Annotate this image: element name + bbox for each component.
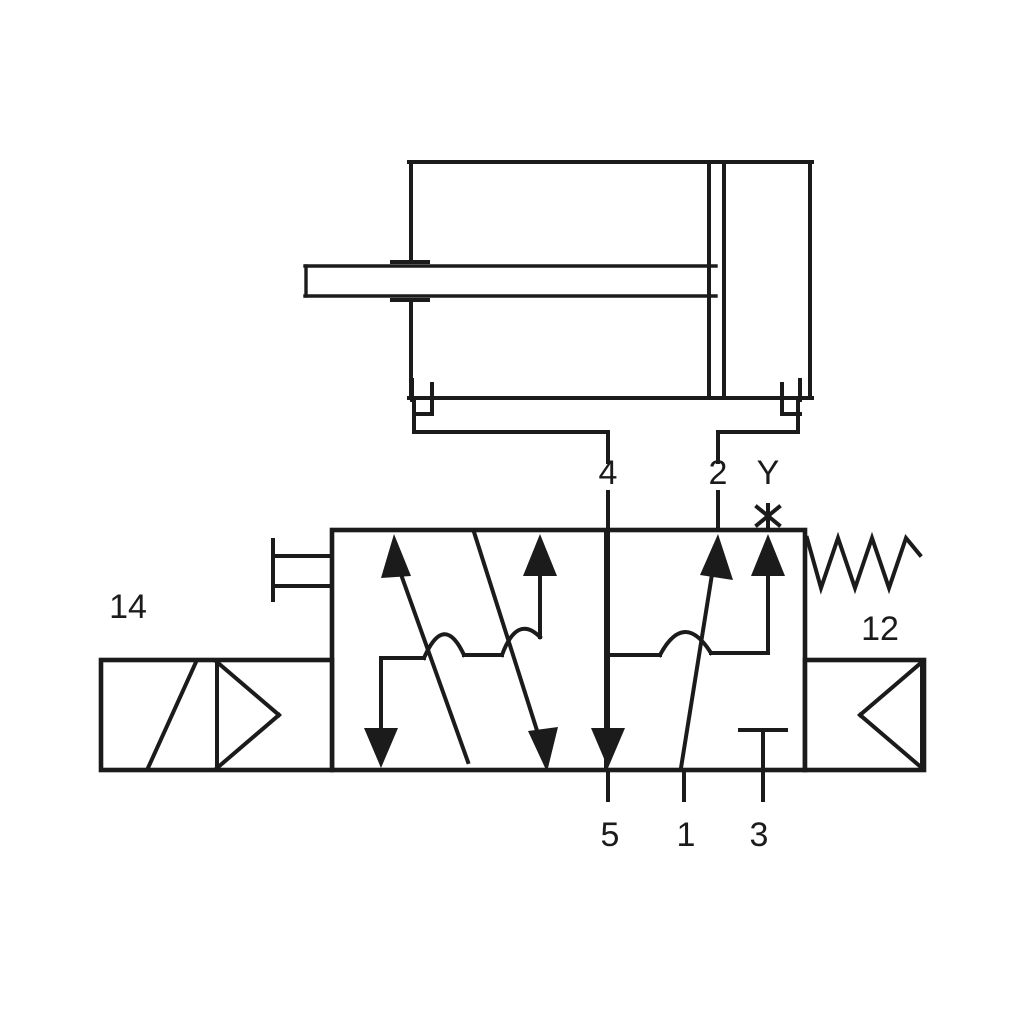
cylinder-cushion-stops [390,260,430,302]
pilot-port-y-group [754,503,782,534]
flow-arrow-diagonal-up-left [381,534,471,765]
blocked-port-3-stop [738,728,788,772]
cylinder-port-piping [410,378,802,534]
cylinder-barrel [407,160,814,400]
valve-bottom-port-stubs [606,768,765,802]
label-actuator-12: 12 [861,610,899,648]
flow-arrow-diagonal-down-right [471,529,558,772]
valve-position-left [364,529,558,772]
flow-arrow-pilot-up-right [606,534,785,658]
label-port-2: 2 [709,454,728,492]
cylinder-assembly [303,160,814,400]
piston-rod [303,264,718,298]
flow-arrow-supply-up-left [499,534,557,658]
actuator-left [98,538,335,773]
label-port-4: 4 [599,454,618,492]
cylinder-piston [707,160,726,400]
label-port-1: 1 [677,816,696,854]
pilot-triangle-right [214,659,282,771]
piping-port-4 [410,378,784,534]
label-port-3: 3 [750,816,769,854]
return-spring [804,531,923,595]
valve-position-right [591,530,788,772]
manual-override-lever [271,538,334,602]
label-actuator-14: 14 [109,588,147,626]
flow-arrow-diagonal-up-right [678,534,733,771]
label-pilot-y: Y [757,454,780,492]
flow-arrow-exhaust-down-left [364,632,504,768]
flow-arrow-through-down-right [591,530,625,768]
actuator-right [802,531,927,773]
pilot-triangle-left [857,659,925,771]
piping-port-2 [716,378,802,534]
manual-override-stroke [145,659,199,771]
label-port-5: 5 [601,816,620,854]
